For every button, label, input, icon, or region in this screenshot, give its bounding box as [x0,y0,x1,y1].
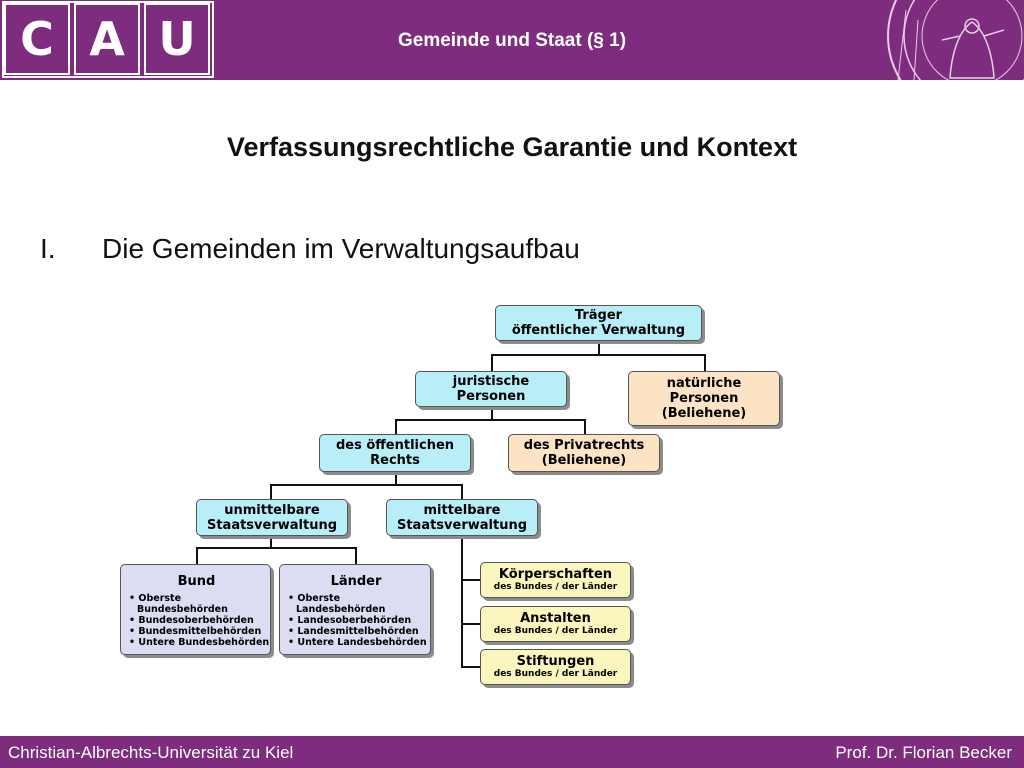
node-privat-line1: des Privatrechts [523,438,645,453]
node-mittelbar-line1: mittelbare [423,502,501,518]
node-juristische-personen: juristische Personen [415,371,567,407]
footer-bar: Christian-Albrechts-Universität zu Kiel … [0,736,1024,768]
node-oeffentlich-line1: des öffentlichen [335,438,455,453]
header-bar: C A U Gemeinde und Staat (§ 1) [0,0,1024,82]
node-bund-head: Bund [177,574,216,589]
node-natuerliche-line2: Personen [669,391,739,406]
node-laender-head: Länder [330,574,382,589]
laender-item: • Landesmittelbehörden [288,626,419,637]
laender-item: Landesbehörden [296,604,386,615]
node-stiftungen-sub: des Bundes / der Länder [493,669,618,679]
footer-university: Christian-Albrechts-Universität zu Kiel [8,743,294,762]
cau-logo[interactable] [2,1,214,78]
node-stiftungen: Stiftungen des Bundes / der Länder [480,649,631,685]
bund-item: Bundesbehörden [137,604,228,615]
logo-letter-a: A [74,3,140,75]
laender-item: • Untere Landesbehörden [288,637,427,648]
node-traeger-line2: öffentlicher Verwaltung [511,323,686,338]
node-mittelbare-staatsverwaltung: mittelbare Staatsverwaltung [386,499,538,536]
node-unmittelbare-staatsverwaltung: unmittelbare Staatsverwaltung [196,499,348,536]
logo-letter-c: C [4,3,70,75]
node-unmittelbar-line1: unmittelbare [224,502,320,518]
node-anstalten-title: Anstalten [520,611,591,626]
laender-item: • Landesoberbehörden [288,615,412,626]
node-laender: Länder • Oberste Landesbehörden • Landes… [279,564,431,655]
bund-item: • Bundesoberbehörden [129,615,254,626]
node-oeffentliches-recht: des öffentlichen Rechts [319,434,471,472]
laender-list: • Oberste Landesbehörden • Landesoberbeh… [288,593,427,648]
node-bund: Bund • Oberste Bundesbehörden • Bundesob… [120,564,271,655]
node-traeger: Träger öffentlicher Verwaltung [495,305,702,341]
node-privat-line2: (Beliehene) [541,453,627,468]
bund-item: • Bundesmittelbehörden [129,626,262,637]
node-privatrecht: des Privatrechts (Beliehene) [508,434,660,472]
node-koerperschaften-title: Körperschaften [498,567,613,582]
logo-letter-u: U [144,3,210,75]
laender-item: • Oberste [288,593,341,604]
node-unmittelbar-line2: Staatsverwaltung [206,517,338,533]
node-natuerliche-line1: natürliche [666,376,742,391]
bund-list: • Oberste Bundesbehörden • Bundesoberbeh… [129,593,269,648]
node-stiftungen-title: Stiftungen [516,654,595,669]
slide-title: Verfassungsrechtliche Garantie und Konte… [226,132,798,162]
list-item-text: Die Gemeinden im Verwaltungsaufbau [102,233,580,264]
node-traeger-line1: Träger [574,308,623,323]
node-anstalten-sub: des Bundes / der Länder [493,626,618,636]
university-seal-icon [880,0,1024,80]
node-juristische-line2: Personen [456,389,526,404]
list-item-number: I. [40,233,56,264]
header-title: Gemeinde und Staat (§ 1) [397,30,627,51]
node-natuerliche-line3: (Beliehene) [661,406,747,421]
node-natuerliche-personen: natürliche Personen (Beliehene) [628,371,780,426]
node-koerperschaften-sub: des Bundes / der Länder [493,582,618,592]
node-mittelbar-line2: Staatsverwaltung [396,517,528,533]
node-koerperschaften: Körperschaften des Bundes / der Länder [480,562,631,598]
bund-item: • Untere Bundesbehörden [129,637,270,648]
node-oeffentlich-line2: Rechts [370,453,420,468]
node-juristische-line1: juristische [452,374,530,389]
footer-author: Prof. Dr. Florian Becker [835,743,1012,762]
node-anstalten: Anstalten des Bundes / der Länder [480,606,631,642]
bund-item: • Oberste [129,593,182,604]
